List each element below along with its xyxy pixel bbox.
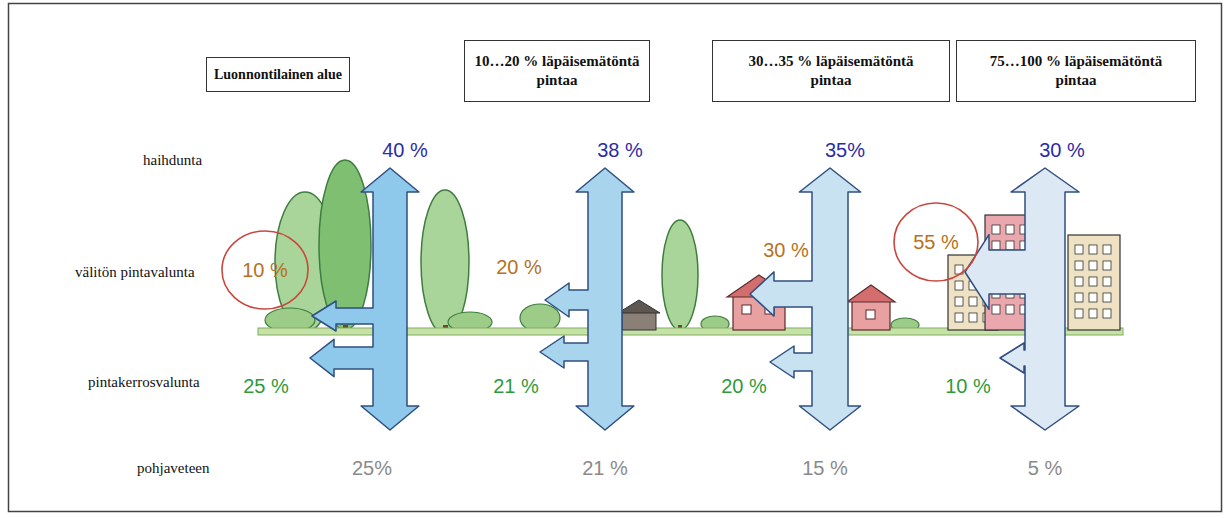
percent-value: 30 %: [1039, 138, 1085, 162]
highlight-circle: 10 %: [221, 230, 309, 310]
percent-value: 25 %: [243, 374, 289, 398]
row-label: välitön pintavalunta: [75, 263, 195, 281]
header-text: 30…35 % läpäisemätöntä pintaa: [745, 52, 917, 90]
percent-value: 55 %: [913, 231, 959, 254]
header-text: Luonnontilainen alue: [214, 66, 342, 84]
percent-value: 21 %: [493, 374, 539, 398]
percent-value: 35%: [825, 138, 865, 162]
percent-value: 38 %: [597, 138, 643, 162]
header-text: 10…20 % läpäisemätöntä pintaa: [473, 52, 641, 90]
flow-arrows: [310, 168, 1079, 430]
highlight-circle: 55 %: [893, 202, 979, 282]
flow-arrow: [310, 168, 419, 430]
percent-value: 40 %: [382, 138, 428, 162]
percent-value: 10 %: [945, 374, 991, 398]
houses: [618, 275, 895, 330]
frame: [9, 4, 1222, 512]
flow-arrow: [540, 168, 634, 430]
row-label: haihdunta: [143, 151, 202, 169]
column-header: Luonnontilainen alue: [206, 57, 350, 92]
row-label: pintakerrosvalunta: [88, 373, 200, 391]
row-label: pohjaveteen: [137, 459, 209, 477]
percent-value: 20 %: [496, 255, 542, 279]
column-header: 75…100 % läpäisemätöntä pintaa: [956, 40, 1196, 102]
percent-value: 30 %: [763, 238, 809, 262]
percent-value: 5 %: [1028, 456, 1062, 480]
percent-value: 15 %: [802, 456, 848, 480]
column-header: 30…35 % läpäisemätöntä pintaa: [712, 40, 950, 102]
header-text: 75…100 % läpäisemätöntä pintaa: [986, 52, 1166, 90]
percent-value: 10 %: [242, 259, 288, 282]
column-header: 10…20 % läpäisemätöntä pintaa: [464, 40, 650, 102]
percent-value: 21 %: [582, 456, 628, 480]
percent-value: 20 %: [721, 374, 767, 398]
percent-value: 25%: [352, 456, 392, 480]
